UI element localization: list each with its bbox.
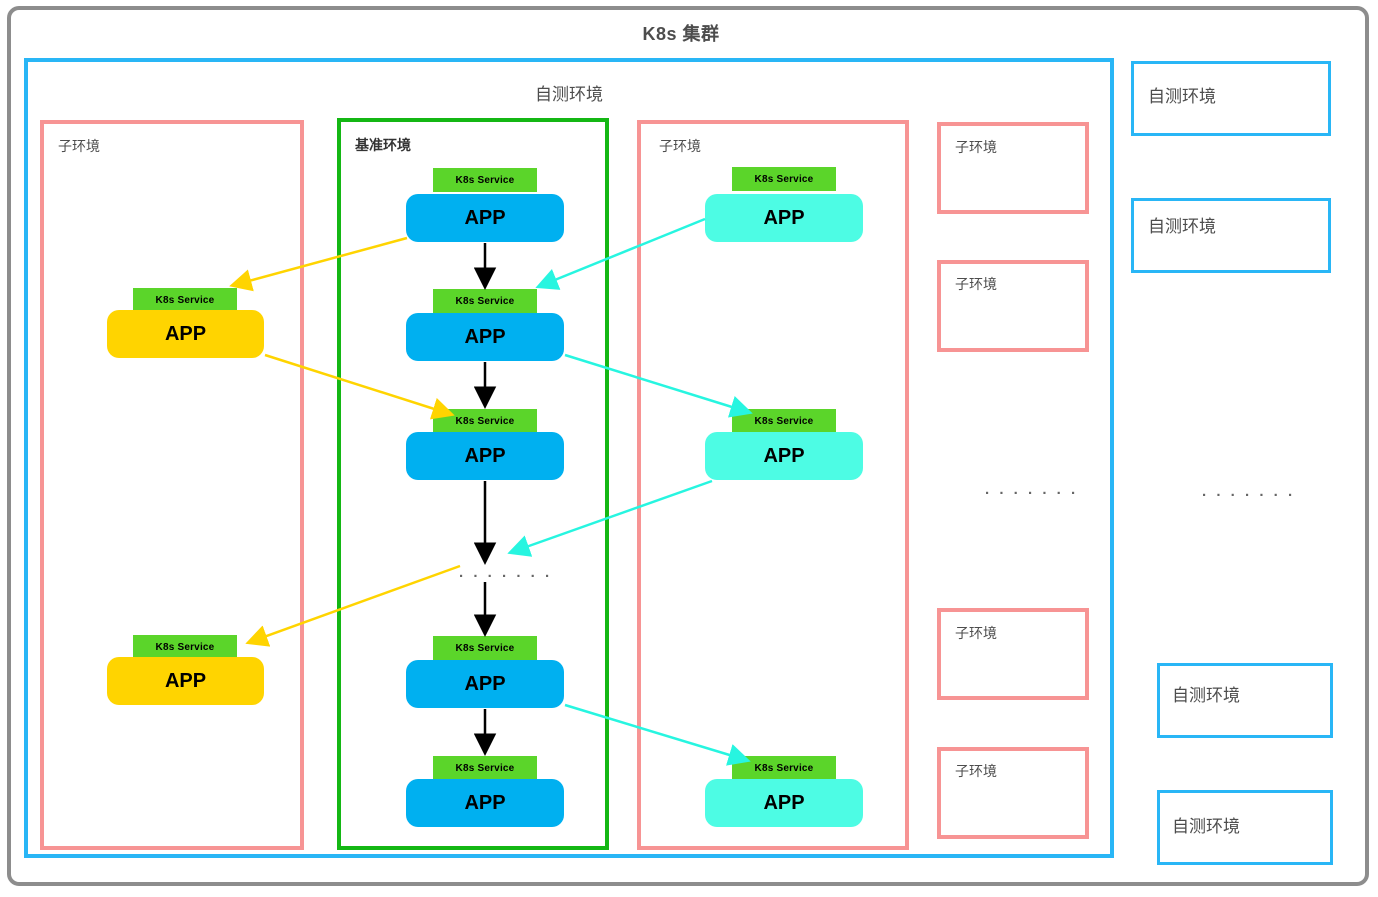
self-test-env-label-3: 自测环境 <box>1172 686 1240 705</box>
baseline-env-label: 基准环境 <box>355 137 411 153</box>
k8s-service-badge: K8s Service <box>433 636 537 660</box>
sub-env-right-label: 子环境 <box>659 138 701 154</box>
sub-env-stack-box-1 <box>937 122 1089 214</box>
k8s-service-badge: K8s Service <box>433 409 537 433</box>
k8s-service-badge: K8s Service <box>133 288 237 312</box>
self-test-env-label-1: 自测环境 <box>1148 87 1216 106</box>
sub-env-stack-box-3 <box>937 608 1089 700</box>
sub-env-stack-label-3: 子环境 <box>955 625 997 641</box>
self-test-env-box-4 <box>1157 790 1333 865</box>
sub-env-left-label: 子环境 <box>58 138 100 154</box>
app-box-blue: APP <box>406 432 564 480</box>
self-test-env-ellipsis: . . . . . . . <box>1202 483 1296 500</box>
self-test-env-box-1 <box>1131 61 1331 136</box>
k8s-service-badge: K8s Service <box>433 168 537 192</box>
sub-env-left-box <box>40 120 304 850</box>
app-box-yellow: APP <box>107 657 264 705</box>
baseline-chain-ellipsis: . . . . . . . <box>459 564 553 581</box>
sub-env-stack-box-2 <box>937 260 1089 352</box>
main-self-test-env-label: 自测环境 <box>535 85 603 104</box>
main-self-test-env-box <box>24 58 1114 858</box>
app-box-blue: APP <box>406 660 564 708</box>
k8s-service-badge: K8s Service <box>732 409 836 433</box>
sub-env-stack-ellipsis: . . . . . . . <box>985 481 1079 498</box>
app-box-cyan: APP <box>705 779 863 827</box>
k8s-service-badge: K8s Service <box>133 635 237 659</box>
k8s-service-badge: K8s Service <box>732 756 836 780</box>
app-box-blue: APP <box>406 779 564 827</box>
self-test-env-label-4: 自测环境 <box>1172 817 1240 836</box>
k8s-cluster-title: K8s 集群 <box>642 24 720 44</box>
app-box-cyan: APP <box>705 194 863 242</box>
self-test-env-label-2: 自测环境 <box>1148 217 1216 236</box>
sub-env-stack-label-4: 子环境 <box>955 763 997 779</box>
sub-env-stack-box-4 <box>937 747 1089 839</box>
self-test-env-box-3 <box>1157 663 1333 738</box>
app-box-blue: APP <box>406 194 564 242</box>
k8s-service-badge: K8s Service <box>433 289 537 313</box>
app-box-cyan: APP <box>705 432 863 480</box>
sub-env-stack-label-2: 子环境 <box>955 276 997 292</box>
k8s-cluster-frame <box>7 6 1369 886</box>
self-test-env-box-2 <box>1131 198 1331 273</box>
k8s-service-badge: K8s Service <box>433 756 537 780</box>
app-box-yellow: APP <box>107 310 264 358</box>
sub-env-stack-label-1: 子环境 <box>955 139 997 155</box>
k8s-service-badge: K8s Service <box>732 167 836 191</box>
app-box-blue: APP <box>406 313 564 361</box>
